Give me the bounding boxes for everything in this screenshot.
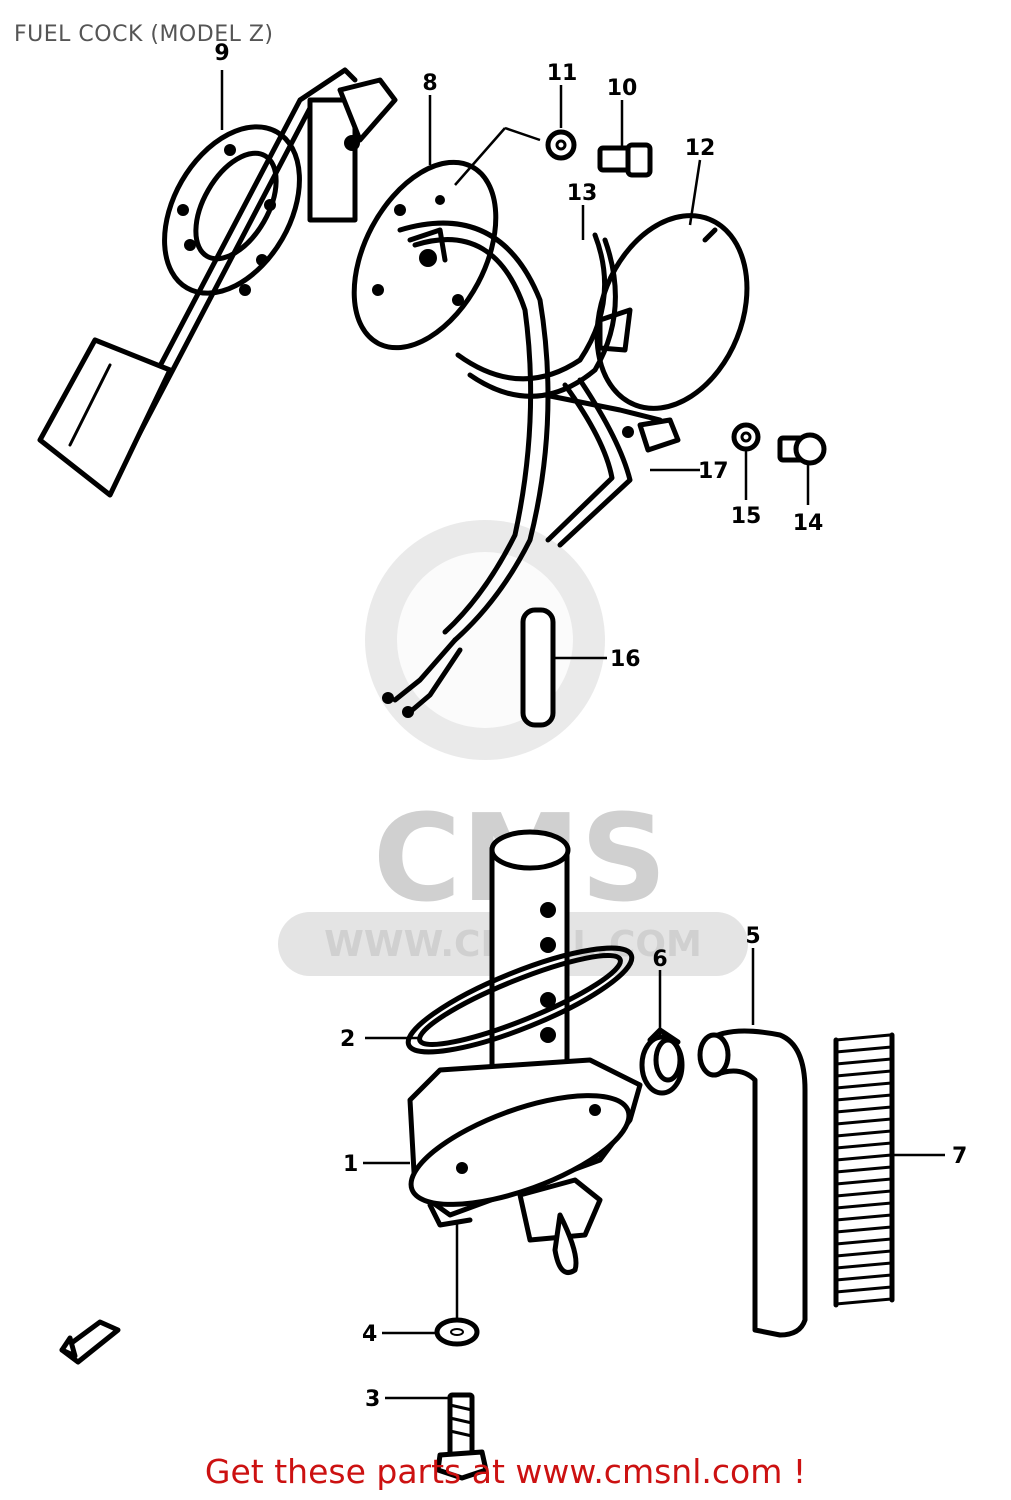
callout-15: 15 <box>731 504 762 529</box>
callout-7: 7 <box>952 1144 967 1169</box>
page-title: FUEL COCK (MODEL Z) <box>14 22 274 47</box>
callout-numbers: 9 8 11 10 12 13 17 15 14 16 2 1 4 3 5 6 … <box>214 41 967 1412</box>
part-1-fuel-cock <box>407 829 643 1275</box>
part-5-hose <box>697 1028 808 1338</box>
part-2-o-ring <box>405 945 635 1055</box>
part-7-spring <box>833 1032 895 1308</box>
callout-13: 13 <box>567 181 598 206</box>
part-14-screw <box>777 432 827 466</box>
callout-4: 4 <box>362 1322 377 1347</box>
part-3-screw <box>435 1392 489 1481</box>
part-4-washer <box>434 1317 480 1347</box>
callout-14: 14 <box>793 511 824 536</box>
callout-2: 2 <box>340 1027 355 1052</box>
part-10-screw <box>597 142 653 178</box>
part-15-washer <box>731 422 761 452</box>
callout-12: 12 <box>685 136 716 161</box>
part-6-clip <box>639 1027 685 1096</box>
part-9-gasket <box>162 124 302 296</box>
callout-3: 3 <box>365 1387 380 1412</box>
part-11-nut <box>545 129 577 161</box>
callout-17: 17 <box>698 459 729 484</box>
callout-10: 10 <box>607 76 638 101</box>
callout-11: 11 <box>547 61 578 86</box>
callout-16: 16 <box>610 647 641 672</box>
front-arrow-icon <box>59 1319 121 1365</box>
part-13-grommet <box>455 232 633 399</box>
part-16-harness <box>382 220 663 728</box>
callout-1: 1 <box>343 1152 358 1177</box>
part-8-fuel-sender <box>37 67 499 498</box>
callout-9: 9 <box>214 41 229 66</box>
callout-5: 5 <box>745 924 760 949</box>
footer-link[interactable]: Get these parts at www.cmsnl.com ! <box>204 1452 807 1491</box>
callout-8: 8 <box>422 71 437 96</box>
callout-6: 6 <box>652 947 667 972</box>
part-17-clamp <box>622 417 681 453</box>
leader-lines <box>220 70 945 1400</box>
